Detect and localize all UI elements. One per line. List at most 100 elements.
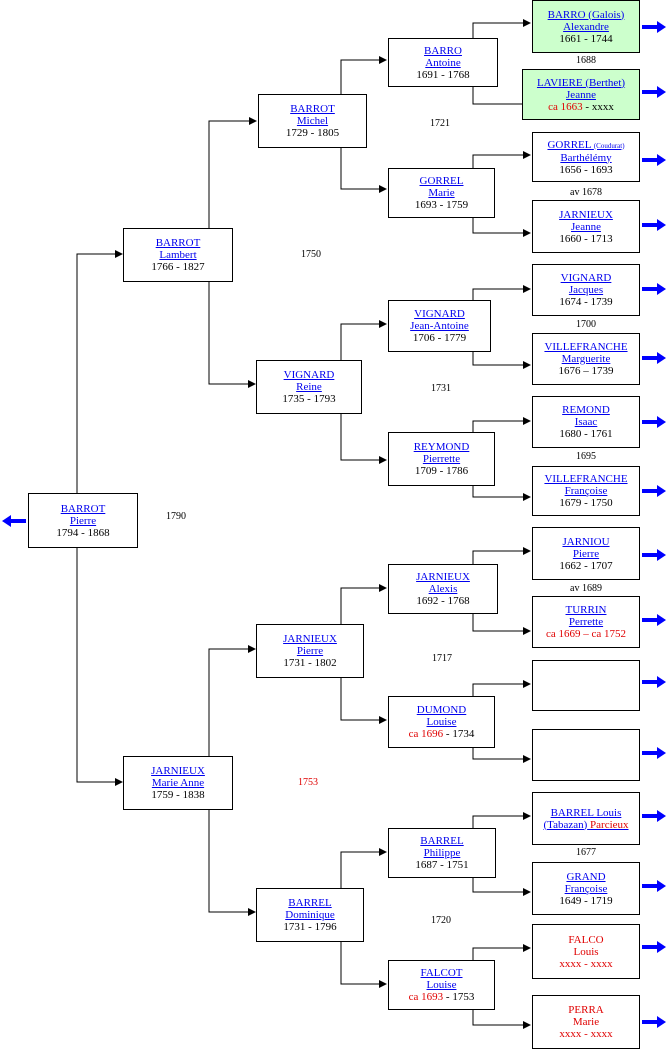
person-given-link[interactable]: Françoise <box>564 485 608 497</box>
person-surname-link[interactable]: BARRO <box>424 44 462 57</box>
person-surname-link[interactable]: REMOND <box>562 404 610 416</box>
arrow-left-icon[interactable] <box>2 514 26 528</box>
person-surname-link[interactable]: JARNIOU <box>562 535 610 548</box>
person-given-link[interactable]: Alexandre <box>563 20 609 33</box>
person-box-vignard-jacques[interactable]: VIGNARD Jacques 1674 - 1739 <box>532 264 640 316</box>
person-surname-link[interactable]: JARNIEUX <box>151 765 205 777</box>
arrow-right-icon[interactable] <box>642 153 666 167</box>
person-surname-link[interactable]: VILLEFRANCHE <box>544 341 628 353</box>
person-given-link[interactable]: Pierre <box>69 514 97 527</box>
person-box-villefranche-marguerite[interactable]: VILLEFRANCHE Marguerite 1676 – 1739 <box>532 333 640 385</box>
person-box-villefranche-francoise[interactable]: VILLEFRANCHE Françoise 1679 - 1750 <box>532 466 640 516</box>
person-given-link[interactable]: Marguerite <box>561 353 611 365</box>
person-alias-line[interactable]: (Tabazan) Parcieux <box>543 819 628 831</box>
person-given-link[interactable]: Philippe <box>423 847 461 859</box>
alias-text[interactable]: (Coudurat) <box>593 141 625 150</box>
person-box-falco-louis[interactable]: FALCO Louis xxxx - xxxx <box>532 924 640 979</box>
person-surname-link[interactable]: BARRO (Galois) <box>547 8 625 21</box>
person-box-barrel-philippe[interactable]: BARREL Philippe 1687 - 1751 <box>388 828 496 878</box>
person-box-jarnieux-jeanne[interactable]: JARNIEUX Jeanne 1660 - 1713 <box>532 200 640 253</box>
person-given-link[interactable]: Jean-Antoine <box>410 320 469 332</box>
person-surname-link[interactable]: REYMOND <box>413 441 470 453</box>
person-box-barrel-dominique[interactable]: BARREL Dominique 1731 - 1796 <box>256 888 364 942</box>
person-surname-link[interactable]: FALCOT <box>420 967 463 979</box>
person-box-grand-francoise[interactable]: GRAND Françoise 1649 - 1719 <box>532 862 640 915</box>
person-box-gorrel-marie[interactable]: GORREL Marie 1693 - 1759 <box>388 168 495 218</box>
person-box-jarnieux-marie-anne[interactable]: JARNIEUX Marie Anne 1759 - 1838 <box>123 756 233 810</box>
person-box-barrel-louis[interactable]: BARREL Louis (Tabazan) Parcieux <box>532 792 640 845</box>
person-box-vignard-reine[interactable]: VIGNARD Reine 1735 - 1793 <box>256 360 362 414</box>
person-box-empty-1[interactable] <box>532 660 640 711</box>
person-given-link[interactable]: Isaac <box>574 416 598 428</box>
person-given-link[interactable]: Jacques <box>568 284 604 296</box>
person-given-link[interactable]: Jeanne <box>566 88 596 101</box>
arrow-right-icon[interactable] <box>642 218 666 232</box>
person-given-link[interactable]: Pierrette <box>422 453 461 465</box>
arrow-right-icon[interactable] <box>642 484 666 498</box>
person-box-jarniou-pierre[interactable]: JARNIOU Pierre 1662 - 1707 <box>532 527 640 580</box>
person-surname-link[interactable]: VIGNARD <box>560 272 612 284</box>
person-surname-link[interactable]: TURRIN <box>565 604 607 616</box>
person-box-barrot-pierre[interactable]: BARROT Pierre 1794 - 1868 <box>28 493 138 548</box>
person-given-link[interactable]: Perrette <box>568 616 604 628</box>
person-surname-link[interactable]: BARREL <box>420 835 464 847</box>
arrow-right-icon[interactable] <box>642 809 666 823</box>
person-given-link[interactable]: Jeanne <box>571 220 601 233</box>
person-given-link[interactable]: Louise <box>426 716 457 728</box>
person-box-perra-marie[interactable]: PERRA Marie xxxx - xxxx <box>532 995 640 1049</box>
person-surname-link[interactable]: BARREL Louis <box>550 806 622 819</box>
person-surname-link[interactable]: BARROT <box>60 502 106 515</box>
person-surname-link[interactable]: JARNIEUX <box>559 208 613 221</box>
person-given-link[interactable]: Françoise <box>564 882 608 895</box>
person-given-link[interactable]: Reine <box>296 381 322 393</box>
person-box-laviere-jeanne[interactable]: LAVIERE (Berthet) Jeanne ca 1663 - xxxx <box>522 69 640 120</box>
person-surname-link[interactable]: BARROT <box>155 237 201 249</box>
arrow-right-icon[interactable] <box>642 351 666 365</box>
arrow-right-icon[interactable] <box>642 613 666 627</box>
person-surname-link[interactable]: VIGNARD <box>283 369 335 381</box>
person-surname-link[interactable]: VILLEFRANCHE <box>544 473 628 485</box>
person-given-link[interactable]: Michel <box>296 115 329 127</box>
person-box-barro-alexandre[interactable]: BARRO (Galois) Alexandre 1661 - 1744 <box>532 0 640 53</box>
arrow-right-icon[interactable] <box>642 675 666 689</box>
arrow-right-icon[interactable] <box>642 282 666 296</box>
person-surname-link[interactable]: BARROT <box>290 103 335 115</box>
person-box-empty-2[interactable] <box>532 729 640 781</box>
person-surname-link[interactable]: DUMOND <box>416 704 467 716</box>
person-box-gorrel-barthelemy[interactable]: GORREL (Coudurat) Barthélémy 1656 - 1693 <box>532 132 640 182</box>
person-given-link[interactable]: Barthélémy <box>560 151 612 164</box>
person-given-link[interactable]: Marie <box>428 187 455 199</box>
person-box-turrin-perrette[interactable]: TURRIN Perrette ca 1669 – ca 1752 <box>532 596 640 648</box>
arrow-right-icon[interactable] <box>642 746 666 760</box>
person-box-barro-antoine[interactable]: BARRO Antoine 1691 - 1768 <box>388 38 498 87</box>
arrow-right-icon[interactable] <box>642 879 666 893</box>
person-surname-link[interactable]: VIGNARD <box>414 308 465 320</box>
surname-text[interactable]: GORREL <box>547 138 592 151</box>
person-given-link[interactable]: Dominique <box>285 909 335 921</box>
arrow-right-icon[interactable] <box>642 85 666 99</box>
person-given-link[interactable]: Alexis <box>428 583 458 595</box>
person-surname-link[interactable]: GRAND <box>566 870 606 883</box>
person-box-vignard-jean-antoine[interactable]: VIGNARD Jean-Antoine 1706 - 1779 <box>388 300 491 352</box>
person-box-jarnieux-alexis[interactable]: JARNIEUX Alexis 1692 - 1768 <box>388 564 498 614</box>
person-given-link[interactable]: Pierre <box>572 547 600 560</box>
arrow-right-icon[interactable] <box>642 548 666 562</box>
person-box-barrot-michel[interactable]: BARROT Michel 1729 - 1805 <box>258 94 367 148</box>
person-surname-link[interactable]: GORREL (Coudurat) <box>547 139 624 152</box>
person-box-remond-isaac[interactable]: REMOND Isaac 1680 - 1761 <box>532 396 640 448</box>
person-surname-link[interactable]: JARNIEUX <box>283 633 337 645</box>
arrow-right-icon[interactable] <box>642 940 666 954</box>
person-surname-link[interactable]: GORREL <box>419 175 464 187</box>
arrow-right-icon[interactable] <box>642 20 666 34</box>
arrow-right-icon[interactable] <box>642 1015 666 1029</box>
person-box-barrot-lambert[interactable]: BARROT Lambert 1766 - 1827 <box>123 228 233 282</box>
person-box-jarnieux-pierre[interactable]: JARNIEUX Pierre 1731 - 1802 <box>256 624 364 678</box>
alias-text[interactable]: (Tabazan) <box>543 818 588 831</box>
person-box-reymond-pierrette[interactable]: REYMOND Pierrette 1709 - 1786 <box>388 432 495 486</box>
person-surname-link[interactable]: JARNIEUX <box>416 571 470 583</box>
person-surname-link[interactable]: BARREL <box>288 897 332 909</box>
person-surname-link[interactable]: LAVIERE (Berthet) <box>536 76 626 89</box>
person-given-link[interactable]: Pierre <box>296 645 324 657</box>
person-given-link[interactable]: Antoine <box>425 56 461 69</box>
person-box-dumond-louise[interactable]: DUMOND Louise ca 1696 - 1734 <box>388 696 495 748</box>
